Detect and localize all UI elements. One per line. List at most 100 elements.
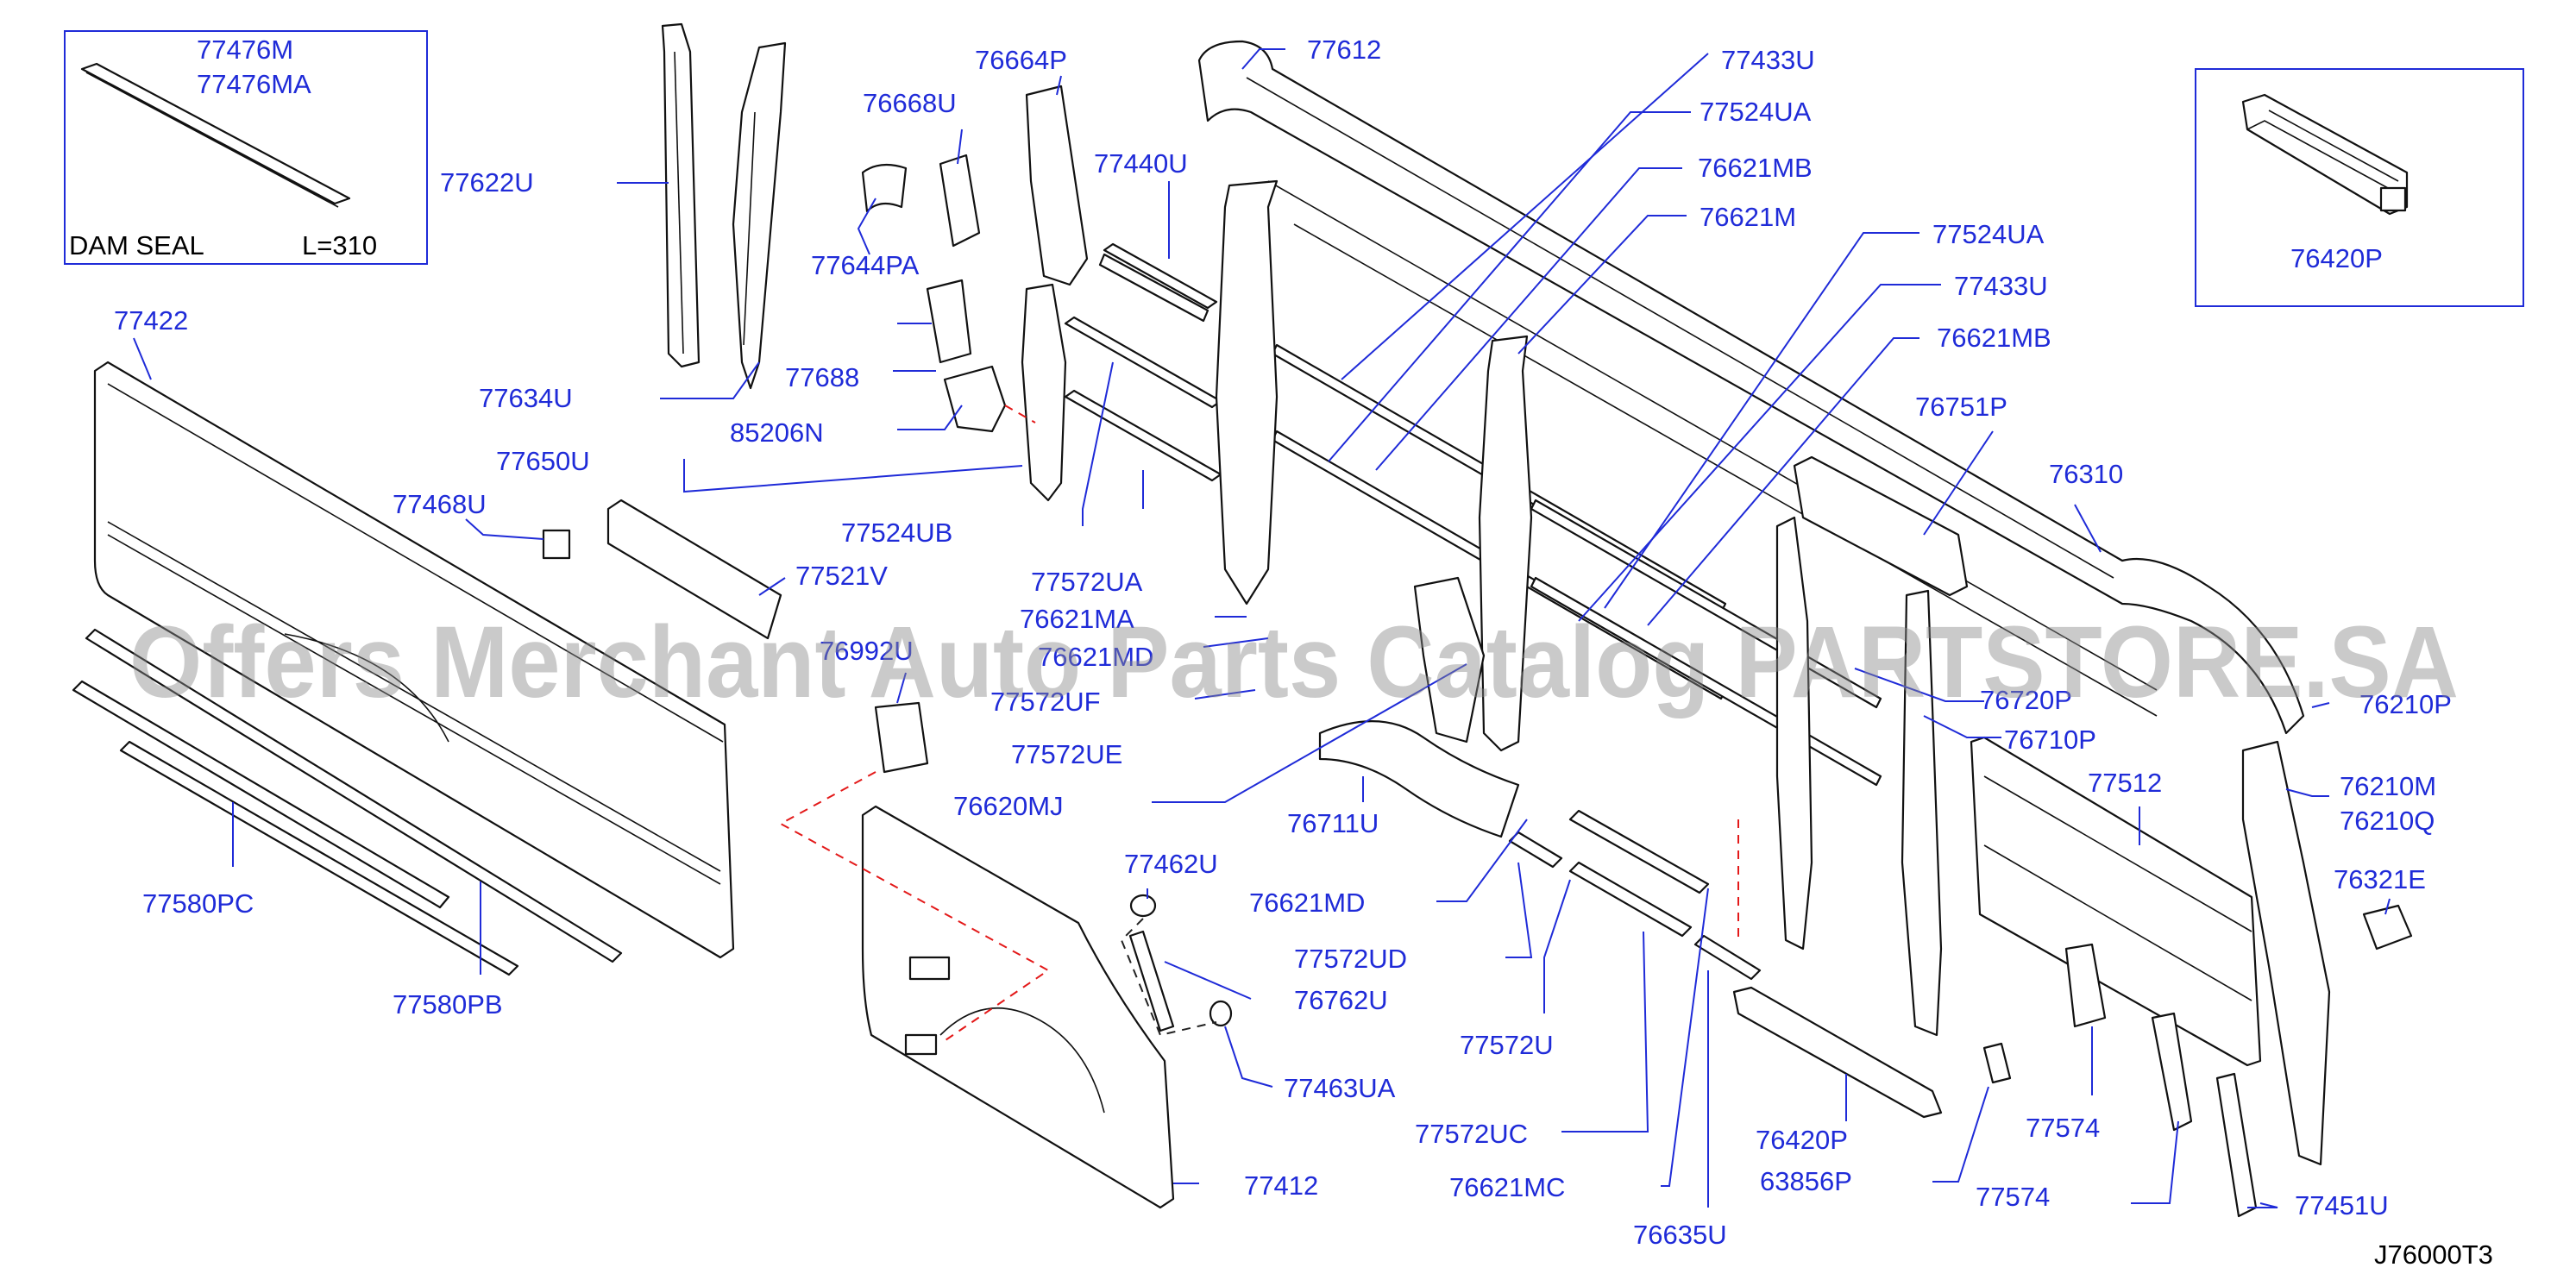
part-label[interactable]: 77462U	[1124, 849, 1218, 879]
part-label[interactable]: 76310	[2049, 459, 2123, 489]
part-label[interactable]: 85206N	[730, 417, 824, 448]
part-label[interactable]: 76762U	[1294, 985, 1388, 1015]
rear-fender-77412	[861, 805, 1175, 1209]
part-label[interactable]: 77622U	[440, 167, 534, 198]
part-label[interactable]: 76621MC	[1449, 1172, 1565, 1202]
part-label[interactable]: 77572UE	[1011, 739, 1122, 769]
plug-77463ua	[1209, 1000, 1233, 1027]
part-label[interactable]: 77440U	[1094, 148, 1188, 179]
part-label[interactable]: 77574	[1976, 1182, 2050, 1212]
part-label[interactable]: 76992U	[820, 636, 914, 666]
part-label[interactable]: 77451U	[2295, 1190, 2389, 1220]
plug-77462u	[1129, 894, 1157, 918]
part-76668u	[939, 154, 981, 248]
part-label[interactable]: 77476MA	[197, 69, 311, 99]
pillar-77622u	[661, 22, 701, 368]
part-label[interactable]: 76210Q	[2340, 806, 2435, 836]
part-label[interactable]: 76621M	[1700, 202, 1796, 232]
part-label[interactable]: 77574	[2026, 1113, 2100, 1143]
part-label[interactable]: 76668U	[863, 88, 957, 118]
part-label[interactable]: 77688	[785, 362, 859, 392]
part-label[interactable]: 76710P	[2004, 725, 2096, 755]
part-label[interactable]: 76751P	[1915, 392, 2007, 422]
rail-77572uc	[1568, 861, 1693, 938]
part-label[interactable]: 77524UA	[1700, 97, 1812, 127]
inset-box-76420p	[2195, 68, 2524, 307]
part-label[interactable]: 76321E	[2334, 864, 2426, 894]
part-label[interactable]: 76621MB	[1698, 153, 1813, 183]
part-label[interactable]: 77476M	[197, 35, 293, 65]
alignment-dash-plugs	[1120, 918, 1217, 1037]
part-label[interactable]: 76420P	[2290, 243, 2383, 273]
alignment-dash-85206n	[1004, 405, 1036, 424]
part-77688	[926, 279, 972, 364]
part-label[interactable]: 76420P	[1756, 1125, 1848, 1155]
part-label[interactable]: 77634U	[479, 383, 573, 413]
part-77644pa	[861, 163, 908, 213]
part-label[interactable]: 77468U	[393, 489, 487, 519]
part-label[interactable]: 76621MA	[1020, 604, 1134, 634]
part-label[interactable]: 77572UC	[1415, 1119, 1528, 1149]
bracket-right	[2151, 1012, 2193, 1132]
part-label[interactable]: 77422	[114, 305, 188, 336]
part-label[interactable]: 77521V	[795, 561, 888, 591]
part-label[interactable]: 77524UB	[841, 518, 952, 548]
part-76992u	[874, 701, 929, 774]
part-label[interactable]: 77572U	[1460, 1030, 1554, 1060]
inset-caption-length: L=310	[302, 230, 377, 260]
part-77440u	[1098, 253, 1209, 323]
part-85206n	[943, 365, 1007, 433]
molding-lower	[119, 740, 519, 976]
leader-lines	[133, 48, 2391, 1208]
part-77521v	[606, 499, 782, 640]
pillar-77650u	[1021, 283, 1067, 502]
part-label[interactable]: 76664P	[975, 45, 1067, 75]
outer-panel-77422	[93, 361, 735, 959]
part-label[interactable]: 76635U	[1633, 1220, 1727, 1250]
part-label[interactable]: 63856P	[1760, 1166, 1852, 1196]
molding-77580pb	[85, 628, 623, 963]
part-label[interactable]: 77580PC	[142, 888, 254, 919]
part-77574-lower	[1982, 1042, 2012, 1084]
part-label[interactable]: 77572UD	[1294, 944, 1407, 974]
part-76620mj	[1413, 576, 1486, 744]
part-76635u	[1693, 934, 1762, 981]
part-label[interactable]: 76720P	[1980, 685, 2072, 715]
inset-box-dam-seal	[64, 30, 428, 265]
part-label[interactable]: 77580PB	[393, 989, 503, 1020]
part-label[interactable]: 77572UA	[1031, 567, 1143, 597]
part-label[interactable]: 76210M	[2340, 771, 2436, 801]
part-label[interactable]: 77650U	[496, 446, 590, 476]
part-label[interactable]: 77524UA	[1932, 219, 2045, 249]
roof-rail-part	[1197, 40, 2305, 735]
part-label[interactable]: 76621MD	[1249, 888, 1365, 918]
part-label[interactable]: 77512	[2088, 768, 2162, 798]
pillar-77572ua	[1215, 179, 1279, 605]
part-label[interactable]: 76210P	[2359, 689, 2452, 719]
part-76711u	[1318, 720, 1520, 838]
watermark-text: Offers Merchant Auto Parts Catalog PARTS…	[129, 605, 2459, 719]
pillar-76710p	[1901, 589, 1943, 1037]
part-76321e	[2362, 904, 2413, 951]
part-76762u	[1128, 930, 1175, 1032]
part-label[interactable]: 77572UF	[990, 687, 1101, 717]
part-label[interactable]: 77644PA	[811, 250, 920, 280]
part-label[interactable]: 77433U	[1954, 271, 2048, 301]
alignment-dash-fuel-lid	[778, 771, 1050, 1045]
part-label[interactable]: 77412	[1244, 1170, 1318, 1201]
pillar-76621mb	[1478, 335, 1533, 752]
part-77574-upper	[2064, 943, 2107, 1028]
part-labels: 77622U 77634U 77650U 77644PA 77688 85206…	[114, 35, 2452, 1250]
part-label[interactable]: 76711U	[1287, 808, 1379, 838]
inset-part-76420p	[2241, 93, 2409, 216]
pillar-77634u	[732, 41, 787, 390]
part-label[interactable]: 76621MB	[1937, 323, 2051, 353]
rail-76621mc	[1568, 809, 1710, 894]
part-label[interactable]: 76620MJ	[953, 791, 1064, 821]
part-label[interactable]: 77612	[1307, 35, 1381, 65]
part-label[interactable]: 77463UA	[1284, 1073, 1396, 1103]
pillar-76621mb-right	[1775, 516, 1813, 951]
part-label[interactable]: 76621MD	[1038, 642, 1153, 672]
part-label[interactable]: 77433U	[1721, 45, 1815, 75]
